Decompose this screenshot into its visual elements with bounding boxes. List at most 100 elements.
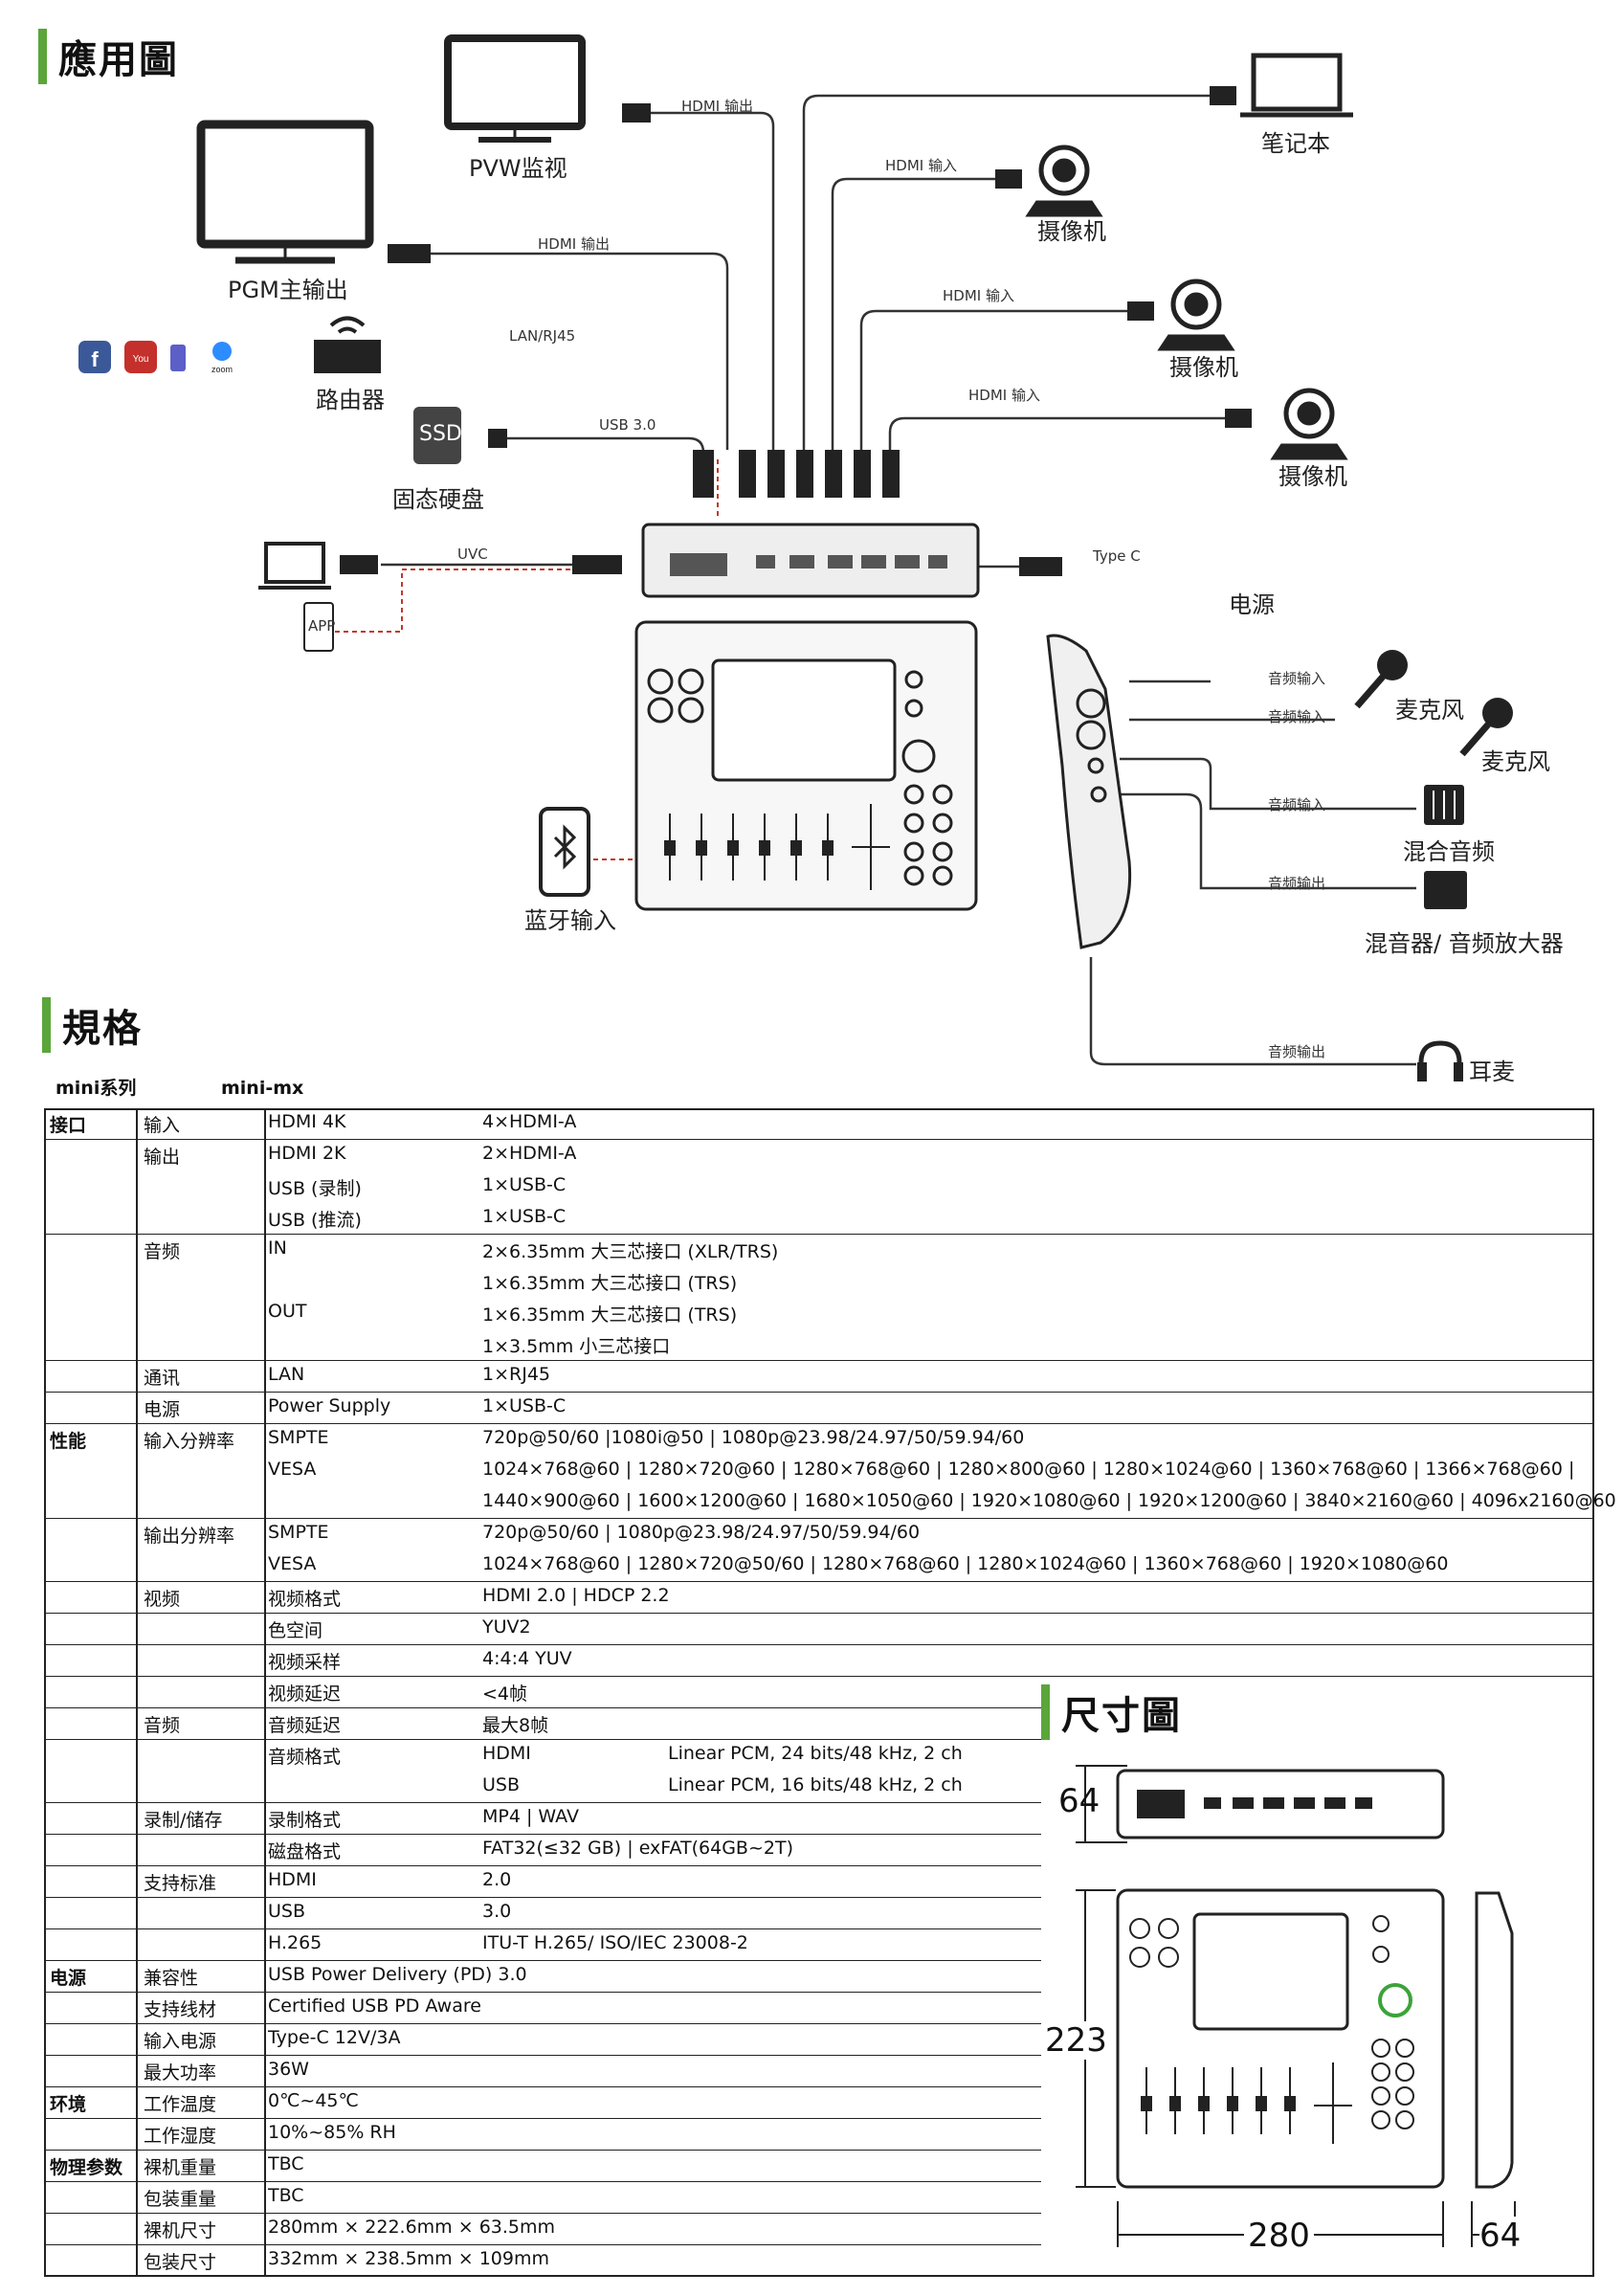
dims-title: 尺寸圖: [1061, 1694, 1182, 1738]
cable-audio-in-2: 音频输入: [1268, 708, 1326, 725]
power-label: 电源: [1229, 591, 1275, 618]
svg-text:f: f: [91, 347, 99, 371]
spec-val-cell: USB: [482, 1774, 521, 1795]
router-icon: [314, 316, 381, 373]
spec-sub-cell: 兼容性: [144, 1968, 199, 1989]
spec-val-cell: 1×6.35mm 大三芯接口 (TRS): [482, 1273, 738, 1294]
spec-item-cell: Type-C 12V/3A: [268, 2027, 401, 2048]
cable-audio-out-1: 音频输出: [1268, 875, 1326, 892]
spec-row: 1×3.5mm 小三芯接口: [44, 1329, 1594, 1361]
pgm-monitor-icon: [196, 120, 374, 249]
pvw-monitor-icon: [444, 34, 586, 130]
spec-val-cell: HDMI: [482, 1743, 531, 1764]
dim-rear-panel: [1116, 1769, 1445, 1839]
amplifier-label: 混音器/ 音频放大器: [1365, 930, 1564, 957]
cable-typec: Type C: [1093, 547, 1141, 565]
application-diagram: 應用圖: [0, 0, 1623, 1091]
app-label: APP: [308, 617, 336, 635]
svg-text:You: You: [133, 354, 149, 365]
svg-text:zoom: zoom: [211, 365, 233, 374]
spec-item-cell: VESA: [268, 1553, 317, 1574]
spec-sub-cell: 工作温度: [144, 2094, 217, 2115]
ssd-icon: [413, 407, 461, 464]
spec-row: 1440×900@60 | 1600×1200@60 | 1680×1050@6…: [44, 1487, 1616, 1519]
spec-column-divider: [136, 1108, 138, 2277]
dim-depth: 64: [1479, 2217, 1522, 2255]
spec-item-cell: 色空间: [268, 1620, 323, 1641]
spec-val2-cell: Linear PCM, 24 bits/48 kHz, 2 ch: [668, 1743, 963, 1764]
spec-item-cell: 音频延迟: [268, 1715, 342, 1736]
heading-accent-bar: [42, 997, 51, 1053]
cable-hdmi-in-1: HDMI 输入: [885, 157, 957, 174]
spec-item-cell: H.265: [268, 1932, 322, 1953]
spec-val-cell: 1×RJ45: [482, 1364, 550, 1385]
ssd-label: 固态硬盘: [392, 486, 484, 513]
laptop-label: 笔记本: [1261, 130, 1330, 157]
spec-val-cell: 1×USB-C: [482, 1395, 567, 1416]
heading-accent-bar: [1041, 1684, 1050, 1740]
spec-sub-cell: 输入电源: [144, 2031, 217, 2052]
spec-item-cell: 视频延迟: [268, 1683, 342, 1705]
spec-sub-cell: 输出分辨率: [144, 1526, 235, 1547]
spec-val-cell: FAT32(≤32 GB) | exFAT(64GB~2T): [482, 1838, 793, 1859]
spec-item-cell: HDMI 4K: [268, 1111, 346, 1132]
pgm-label: PGM主输出: [228, 277, 348, 303]
spec-sub-cell: 输入分辨率: [144, 1431, 235, 1452]
spec-item-cell: 视频格式: [268, 1589, 342, 1610]
diagram-heading: 應用圖: [38, 29, 179, 84]
spec-item-cell: TBC: [268, 2153, 304, 2174]
camera-3-label: 摄像机: [1278, 463, 1347, 490]
spec-item-cell: Power Supply: [268, 1395, 391, 1416]
spec-sub-cell: 包装尺寸: [144, 2252, 217, 2273]
spec-sub-cell: 裸机尺寸: [144, 2220, 217, 2241]
facebook-icon: [78, 341, 111, 373]
spec-val-cell: 720p@50/60 |1080i@50 | 1080p@23.98/24.97…: [482, 1427, 1025, 1448]
spec-item-cell: TBC: [268, 2185, 304, 2206]
cable-usb3: USB 3.0: [599, 416, 656, 434]
spec-val-cell: 1×USB-C: [482, 1206, 567, 1227]
spec-column-divider: [264, 1108, 266, 2277]
spec-row: 最大功率 36W: [44, 2056, 1041, 2087]
spec-item-cell: OUT: [268, 1301, 307, 1322]
spec-sub-cell: 电源: [144, 1399, 181, 1420]
spec-sub-cell: 输入: [144, 1115, 181, 1136]
specs-title: 規格: [62, 1007, 143, 1051]
spec-val-cell: 最大8帧: [482, 1715, 549, 1736]
spec-val-cell: MP4 | WAV: [482, 1806, 579, 1827]
spec-row: 1×6.35mm 大三芯接口 (TRS): [44, 1266, 1594, 1298]
camera-1-label: 摄像机: [1037, 218, 1106, 245]
spec-row: USB (录制)1×USB-C: [44, 1171, 1594, 1203]
spec-item-cell: 音频格式: [268, 1747, 342, 1768]
spec-item-cell: LAN: [268, 1364, 305, 1385]
spec-val-cell: 4×HDMI-A: [482, 1111, 577, 1132]
cable-audio-out-2: 音频输出: [1268, 1043, 1326, 1060]
spec-val-cell: ITU-T H.265/ ISO/IEC 23008-2: [482, 1932, 748, 1953]
spec-row: USB (推流)1×USB-C: [44, 1203, 1594, 1235]
spec-val-cell: 1×USB-C: [482, 1174, 567, 1195]
spec-item-cell: 36W: [268, 2059, 309, 2080]
spec-sub-cell: 最大功率: [144, 2062, 217, 2084]
spec-val-cell: YUV2: [482, 1616, 531, 1638]
spec-row: 音频音频延迟最大8帧: [44, 1708, 1041, 1740]
dim-height-front: 223: [1045, 2021, 1107, 2060]
spec-item-cell: 332mm × 238.5mm × 109mm: [268, 2248, 549, 2269]
cable-uvc: UVC: [457, 546, 488, 563]
cable-hdmi-out-2: HDMI 输出: [538, 235, 610, 253]
camera-2-label: 摄像机: [1169, 354, 1238, 381]
spec-item-cell: 视频采样: [268, 1652, 342, 1673]
spec-item-cell: USB: [268, 1901, 306, 1922]
